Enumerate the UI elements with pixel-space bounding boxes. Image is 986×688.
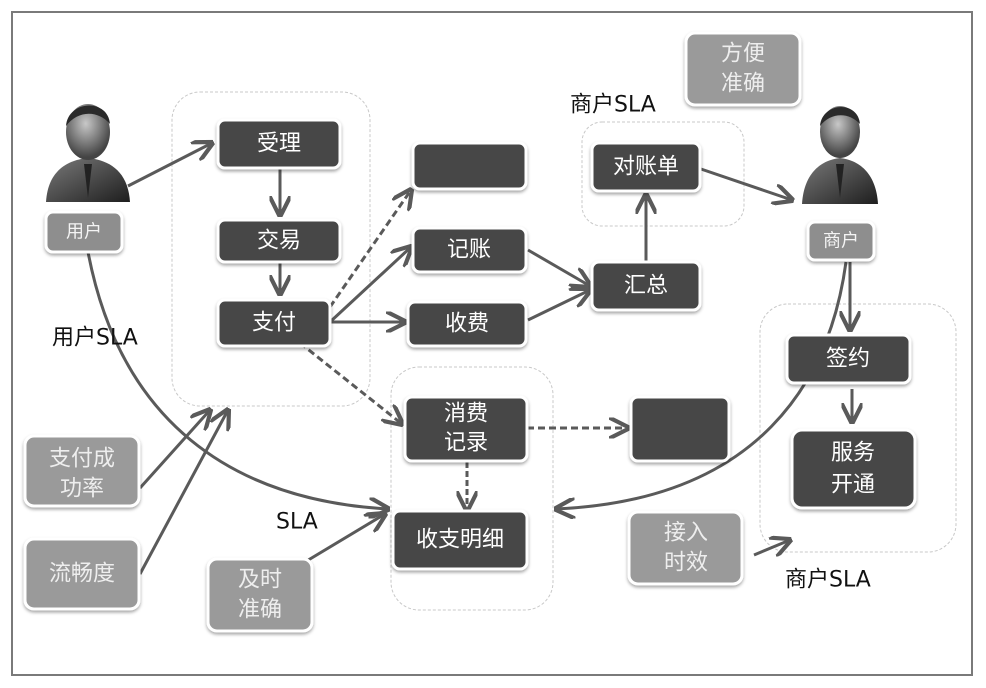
arrow-user-sla-curve <box>86 251 388 509</box>
metric-timely-accurate <box>206 557 314 633</box>
node-consume-record-label-2: 记录 <box>444 431 488 456</box>
arrow-fee-to-summary <box>527 290 590 322</box>
arrow-bookkeeping-to-summary <box>527 248 590 286</box>
node-service-open-label-1: 服务 <box>831 441 875 466</box>
metric-pay-success-label-1: 支付成 <box>49 447 115 472</box>
metric-pay-success-label-2: 功率 <box>60 477 104 502</box>
arrow-pay-to-blank-top <box>328 190 411 308</box>
arrow-pay-success-to-group <box>138 410 210 490</box>
arrows <box>86 143 852 576</box>
arrow-merchant-sla-curve <box>556 261 848 509</box>
node-summary-label: 汇总 <box>624 274 668 299</box>
node-pay[interactable] <box>216 298 332 348</box>
node-bookkeeping[interactable] <box>411 226 528 274</box>
user-person-icon <box>46 104 130 202</box>
node-statement-label: 对账单 <box>613 155 679 180</box>
user-label-box <box>44 210 124 254</box>
metric-pay-success <box>23 434 141 508</box>
node-fee[interactable] <box>406 300 528 348</box>
metric-fluency-label: 流畅度 <box>49 562 115 587</box>
node-pay-label: 支付 <box>252 311 296 336</box>
node-fee-label: 收费 <box>445 312 489 337</box>
metric-convenient-accurate <box>684 31 802 107</box>
metric-access-timeliness-label-1: 接入 <box>664 521 708 546</box>
merchant-label-box <box>806 220 876 262</box>
merchant-actor <box>802 106 878 204</box>
merchant-person-icon <box>802 106 878 204</box>
node-income-detail-label: 收支明细 <box>416 528 504 553</box>
node-summary[interactable] <box>590 260 702 312</box>
metric-timely-accurate-label-1: 及时 <box>238 568 282 593</box>
metric-access-timeliness-label-2: 时效 <box>664 551 708 576</box>
node-sign-label: 签约 <box>826 347 870 372</box>
node-bookkeeping-label: 记账 <box>447 238 491 263</box>
arrow-access-to-group <box>753 540 790 555</box>
node-consume-record-label-1: 消费 <box>444 402 488 427</box>
arrow-user-to-accept <box>127 143 212 188</box>
arrow-statement-to-merchant <box>697 166 792 200</box>
node-trade-label: 交易 <box>257 229 301 254</box>
metric-timely-accurate-label-2: 准确 <box>238 598 282 623</box>
metric-convenient-accurate-label-1: 方便 <box>721 42 765 67</box>
arrow-pay-to-bookkeeping <box>328 247 411 324</box>
node-consume-record[interactable] <box>403 395 529 463</box>
merchant-label: 商户 <box>823 231 859 252</box>
arrow-fluency-to-group <box>138 410 228 575</box>
metric-convenient-accurate-label-2: 准确 <box>721 72 765 97</box>
node-service-open-label-2: 开通 <box>831 473 875 498</box>
node-blank-mid[interactable] <box>629 395 731 463</box>
node-accept-label: 受理 <box>257 132 301 157</box>
node-sign[interactable] <box>785 333 912 385</box>
merchant-sla-top-label: 商户SLA <box>570 93 656 118</box>
sla-label: SLA <box>276 510 318 535</box>
merchant-sla-bottom-label: 商户SLA <box>785 568 871 593</box>
node-accept[interactable] <box>216 118 342 170</box>
node-income-detail[interactable] <box>391 509 529 571</box>
node-service-open[interactable] <box>790 428 917 510</box>
user-actor <box>46 104 130 202</box>
node-statement[interactable] <box>590 141 702 193</box>
user-label: 用户 <box>66 222 102 243</box>
node-trade[interactable] <box>216 218 342 264</box>
user-sla-label: 用户SLA <box>52 326 138 351</box>
metric-access-timeliness <box>627 510 744 586</box>
node-blank-top[interactable] <box>411 141 528 191</box>
metric-fluency <box>23 537 141 611</box>
